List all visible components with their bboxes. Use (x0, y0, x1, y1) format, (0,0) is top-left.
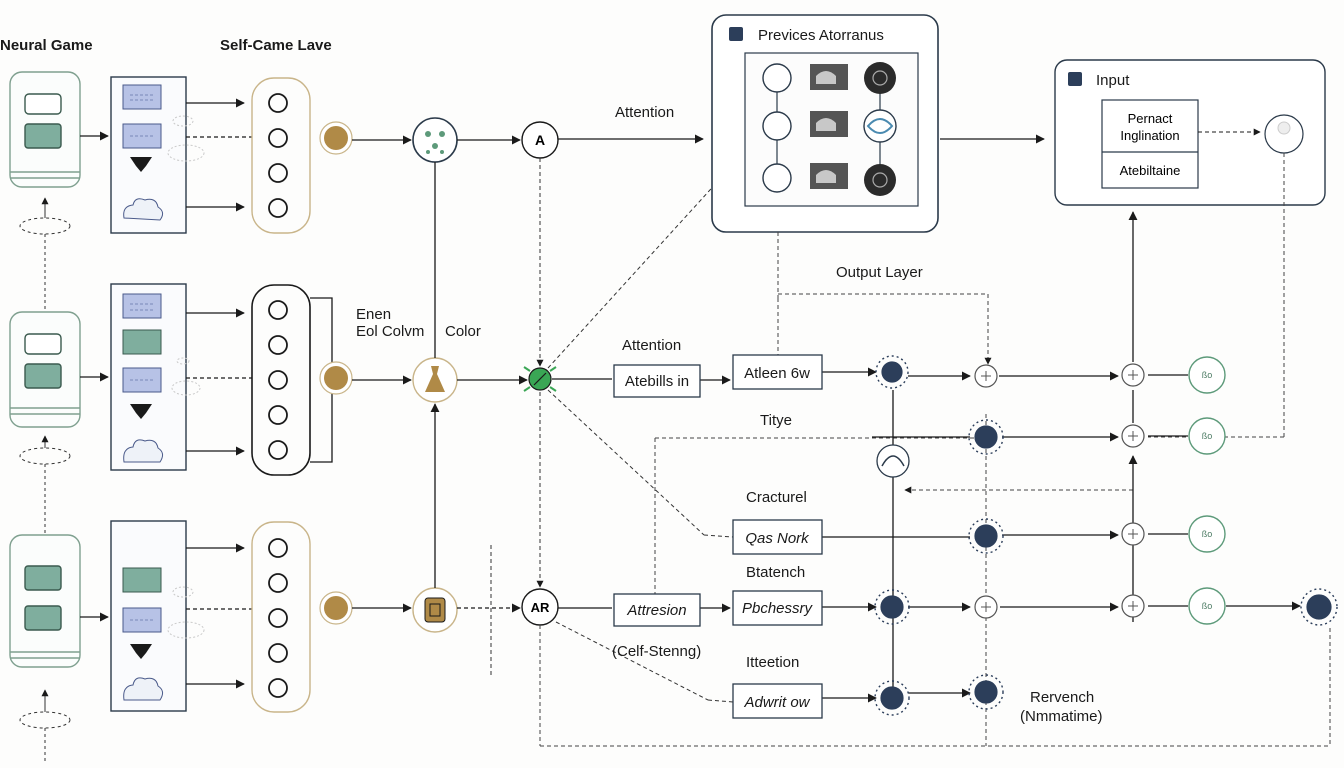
previces-panel: Previces Atorranus (711, 14, 939, 233)
main-flow-lines (352, 134, 704, 613)
label-btatench: Btatench (746, 564, 805, 581)
label-itteetion: Itteetion (746, 654, 799, 671)
central-node-mid (412, 357, 458, 403)
faint-annotations (167, 115, 205, 639)
node-glyph-a: A (535, 132, 545, 148)
label-self-came-lave: Self-Came Lave (220, 37, 332, 54)
central-node-bottom (412, 587, 458, 633)
label-neural-game: Neural Game (0, 37, 93, 54)
dark-nodes (880, 361, 1332, 710)
input-panel: Input Pernact Inglination Atebiltaine (1054, 59, 1326, 206)
label-cracturel: Cracturel (746, 489, 807, 506)
layer-panel-2 (110, 283, 187, 471)
label-attention-top: Attention (615, 104, 674, 121)
label-enen: Enen (356, 306, 391, 323)
device-card-1 (9, 71, 81, 188)
box-qas-nork: Qas Nork (745, 530, 810, 547)
previces-panel-title: Previces Atorranus (758, 27, 884, 44)
label-output-layer: Output Layer (836, 264, 923, 281)
output-node-1-glyph: ßo (1202, 370, 1213, 380)
card-to-panel-arrows (80, 131, 109, 622)
output-nodes (1188, 356, 1226, 625)
box-adwrit-ow: Adwrit ow (743, 694, 810, 711)
label-color: Color (445, 323, 481, 340)
label-tityе: Tityе (760, 412, 792, 429)
label-rervench: Rervench (1030, 689, 1094, 706)
attention-node-top: A (521, 121, 559, 159)
input-panel-title: Input (1096, 72, 1130, 89)
input-box-line2: Inglination (1120, 128, 1179, 143)
central-node-top (412, 117, 458, 163)
output-node-3-glyph: ßo (1202, 529, 1213, 539)
left-loop-connectors (19, 197, 71, 762)
plus-junctions (974, 363, 1145, 619)
node-glyph-ar: AR (531, 600, 550, 615)
device-card-3 (9, 534, 81, 668)
label-eol-colvm: Eol Colvm (356, 323, 424, 340)
panel-to-neurons-arrows (186, 98, 252, 689)
plus-marks (981, 370, 1138, 612)
neuron-column-1 (251, 77, 311, 234)
device-card-2 (9, 311, 81, 428)
gold-activation-nodes (319, 121, 353, 625)
input-box-line1: Pernact (1128, 111, 1173, 126)
output-node-2-glyph: ßo (1202, 431, 1213, 441)
wave-node (876, 444, 910, 478)
dark-node-spikes (874, 355, 1338, 716)
layer-panel-1 (110, 76, 187, 234)
attention-node-bottom: AR (521, 588, 559, 626)
label-nmmatime: (Nmmatime) (1020, 708, 1103, 725)
label-celf-stenng: (Celf-Stenng) (612, 643, 701, 660)
layer-panel-3 (110, 520, 187, 712)
input-box-line3: Atebiltaine (1120, 163, 1181, 178)
neuron-column-3 (251, 521, 311, 713)
box-atebills-in: Atebills in (625, 373, 689, 390)
attention-node-green (523, 366, 557, 392)
box-pbchessry: Pbchessry (742, 600, 814, 617)
box-atleen-6w: Atleen 6w (744, 365, 810, 382)
right-grid-boxes (613, 354, 823, 719)
box-attresion: Attresion (626, 602, 686, 619)
output-node-4-glyph: ßo (1202, 601, 1213, 611)
label-attention-mid: Attention (622, 337, 681, 354)
